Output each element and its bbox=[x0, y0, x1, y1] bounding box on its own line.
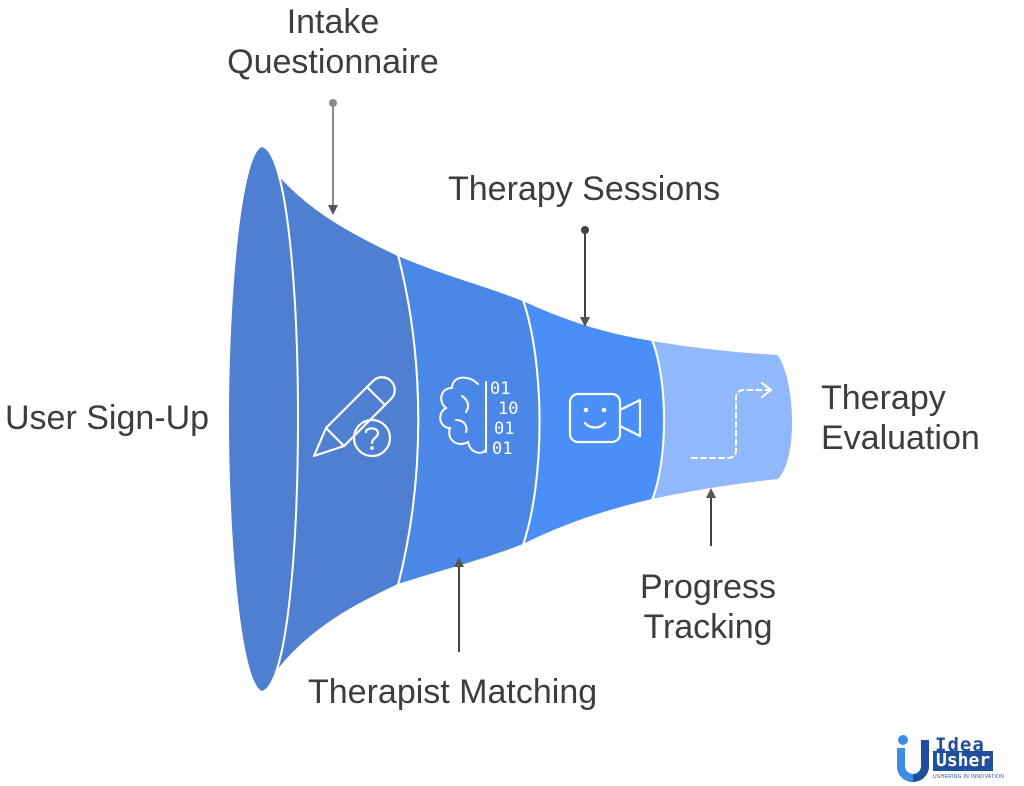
binary-row: 01 bbox=[492, 439, 512, 459]
label-therapist-matching: Therapist Matching bbox=[308, 672, 597, 712]
binary-row: 01 bbox=[490, 379, 510, 399]
label-line: Progress bbox=[639, 568, 777, 606]
brain-binary-icon bbox=[439, 376, 487, 454]
label-line: Therapy bbox=[821, 379, 946, 417]
funnel-segment-tracking bbox=[650, 338, 794, 502]
label-line: User Sign-Up bbox=[5, 399, 210, 437]
label-line: Therapist Matching bbox=[308, 673, 598, 711]
label-line: Tracking bbox=[643, 608, 773, 646]
label-line: Evaluation bbox=[821, 419, 980, 457]
label-line: Intake bbox=[286, 3, 380, 41]
logo-tagline: USHERING IN INNOVATION bbox=[933, 774, 1005, 780]
video-call-icon bbox=[568, 392, 642, 444]
pencil-question-icon bbox=[312, 376, 396, 458]
label-therapy-evaluation: Therapy Evaluation bbox=[821, 378, 980, 458]
label-therapy-sessions: Therapy Sessions bbox=[448, 169, 720, 209]
path-arrowhead-icon bbox=[761, 382, 773, 398]
funnel-mouth-sign-up bbox=[226, 144, 300, 694]
label-user-sign-up: User Sign-Up bbox=[5, 398, 209, 438]
label-progress-tracking: Progress Tracking bbox=[608, 567, 808, 647]
idea-usher-logo: Idea Usher USHERING IN INNOVATION bbox=[893, 734, 1021, 784]
binary-row: 10 bbox=[498, 399, 518, 419]
logo-word-usher: Usher bbox=[933, 751, 994, 771]
binary-row: 01 bbox=[494, 419, 514, 439]
connector-intake bbox=[328, 99, 338, 215]
label-line: Questionnaire bbox=[227, 43, 439, 81]
label-intake-questionnaire: Intake Questionnaire bbox=[216, 2, 450, 82]
connector-sessions bbox=[580, 226, 590, 327]
logo-word-idea: Idea bbox=[935, 734, 985, 756]
dashed-path-arrow-icon bbox=[691, 389, 771, 459]
label-line: Therapy Sessions bbox=[448, 170, 721, 208]
logo-mark-icon bbox=[897, 735, 929, 782]
binary-digits: 01 10 01 01 bbox=[490, 379, 518, 459]
funnel-segment-sessions bbox=[521, 298, 665, 547]
